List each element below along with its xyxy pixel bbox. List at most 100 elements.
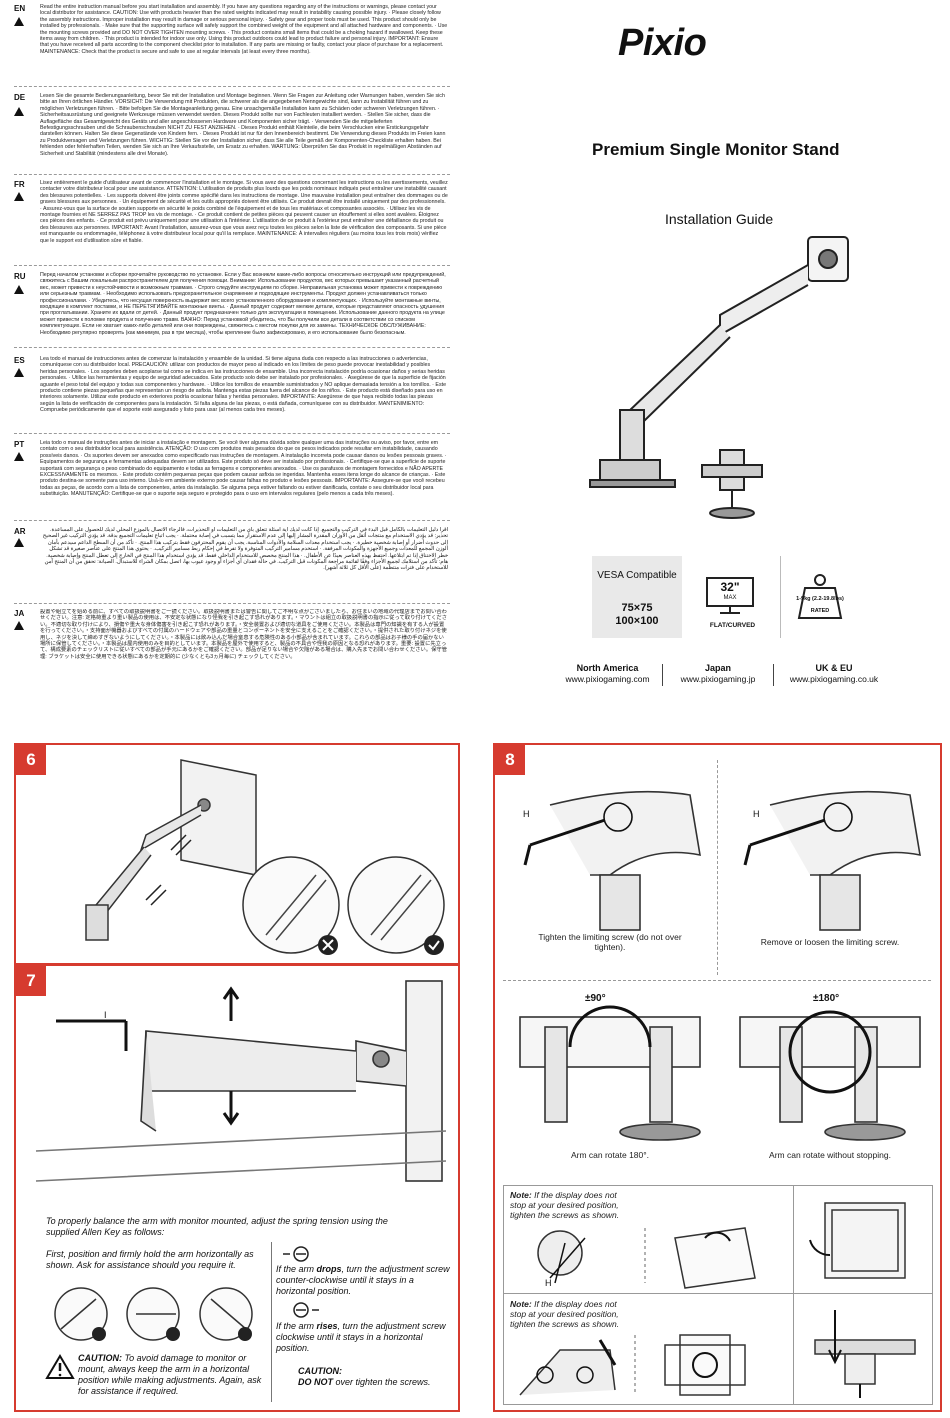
warning-icon [14, 538, 24, 547]
tool-label-h: H [753, 809, 760, 819]
rotate-180-illustration [739, 1010, 921, 1141]
step-7-badge: 7 [16, 966, 46, 996]
guide-title: Installation Guide [665, 211, 774, 227]
divider [14, 86, 450, 87]
note-text-2: Note: If the display does not stop at yo… [510, 1299, 635, 1329]
tool-label-i: I [104, 1010, 107, 1020]
region-url: www.pixiogaming.co.uk [789, 674, 879, 684]
cross-icon [238, 1327, 252, 1341]
region-name: UK & EU [815, 663, 853, 673]
rotation-180-label: ±180° [813, 993, 840, 1004]
weight-icon [797, 574, 843, 619]
check-icon [166, 1327, 180, 1341]
region-name: North America [576, 663, 639, 673]
note-body: If the display does not stop at your des… [510, 1190, 620, 1220]
warning-icon [14, 107, 24, 116]
instruction-text-es: Lea todo el manual de instrucciones ante… [40, 356, 447, 414]
instruction-text-fr: Lisez entièrement le guide d'utilisateur… [40, 180, 448, 244]
product-title: Premium Single Monitor Stand [592, 140, 840, 159]
warning-icon [14, 285, 24, 294]
rotation-90-label: ±90° [585, 993, 606, 1004]
rotate-free-caption: Arm can rotate without stopping. [769, 1150, 891, 1160]
warning-icon [14, 368, 24, 377]
warning-icon [14, 621, 24, 630]
instruction-text-pt: Leia todo o manual de instruções antes d… [40, 440, 447, 498]
tool-label-h: H [545, 1278, 552, 1288]
lang-code-fr: FR [14, 180, 25, 189]
lang-code-pt: PT [14, 440, 25, 449]
weight-range: 1-9kg (2.2-19.8lbs) [796, 596, 844, 602]
remove-screw-illustration [743, 790, 921, 931]
arm-drops-keyword: drops [316, 1264, 342, 1274]
region-url: www.pixiogaming.jp [680, 674, 756, 684]
clamp-illustration [814, 1310, 916, 1398]
screen-size: 32" [720, 580, 740, 594]
monitor-arm-illustration [589, 236, 849, 519]
tighten-screw-illustration [523, 790, 701, 931]
warning-icon [14, 17, 24, 26]
note-body: If the display does not stop at your des… [510, 1299, 620, 1329]
lang-code-ar: AR [14, 527, 26, 536]
arm-rises-text: If the arm rises, turn the adjustment sc… [276, 1321, 451, 1354]
caution-label: CAUTION: [78, 1353, 122, 1363]
note-text-1: Note: If the display does not stop at yo… [510, 1190, 635, 1220]
instruction-divider [271, 1242, 272, 1402]
step-7-illustration [35, 980, 447, 1182]
column-divider [717, 760, 718, 975]
instruction-text-ru: Перед началом установки и сборки прочита… [40, 272, 446, 336]
arm-rises-prefix: If the arm [276, 1321, 317, 1331]
caution-icon [45, 1354, 75, 1379]
divider [14, 347, 450, 348]
note-label: Note: [510, 1299, 532, 1309]
caution-keyword: DO NOT [298, 1377, 333, 1387]
lang-code-ru: RU [14, 272, 26, 281]
screw-cw-icon [293, 1302, 319, 1318]
rotate-180-caption: Arm can rotate 180°. [570, 1150, 650, 1160]
caution-body: To avoid damage to monitor or mount, alw… [78, 1353, 262, 1396]
balance-intro-text: To properly balance the arm with monitor… [46, 1216, 388, 1237]
warning-icon [14, 192, 24, 201]
vesa-label: VESA Compatible [597, 570, 677, 581]
instruction-text-ja: 設置や組立てを始める前に、すべての取扱説明書をご一読ください。取扱説明書または警… [40, 609, 448, 660]
warning-icon [14, 452, 24, 461]
screen-max: MAX [723, 595, 737, 601]
arm-drops-text: If the arm drops, turn the adjustment sc… [276, 1264, 451, 1297]
arm-drops-suffix: , turn the adjustment screw counter-cloc… [276, 1264, 450, 1296]
rotate-90-illustration [519, 1005, 701, 1141]
region-japan: Japan www.pixiogaming.jp [668, 663, 768, 685]
divider [14, 520, 450, 521]
note-2-illustration [519, 1334, 746, 1396]
step-6-illustration [85, 759, 445, 955]
region-divider [773, 664, 774, 686]
lang-code-en: EN [14, 4, 26, 13]
divider [14, 603, 450, 604]
region-name: Japan [704, 663, 731, 673]
row-divider [503, 980, 931, 981]
instruction-text-ar: اقرأ دليل التعليمات بالكامل قبل البدء في… [42, 527, 448, 572]
vesa-size-2: 100×100 [615, 615, 659, 627]
vesa-spec-box [592, 556, 682, 638]
caution-body: over tighten the screws. [333, 1377, 431, 1387]
instruction-text-en: Read the entire instruction manual befor… [40, 4, 448, 55]
divider [14, 433, 450, 434]
cross-icon [92, 1327, 106, 1341]
weight-rated: RATED [810, 608, 830, 614]
region-url: www.pixiogaming.com [565, 674, 650, 684]
vesa-size-1: 75×75 [621, 602, 653, 614]
step-8-badge: 8 [495, 745, 525, 775]
caution-overtighten-text: CAUTION: DO NOT over tighten the screws. [298, 1366, 458, 1388]
lang-code-de: DE [14, 93, 26, 102]
arm-rises-suffix: , turn the adjustment screw clockwise un… [276, 1321, 446, 1353]
tighten-caption: Tighten the limiting screw (do not over … [538, 932, 682, 952]
screen-spec-box [685, 556, 781, 638]
tool-label-h: H [523, 809, 530, 819]
check-icon [424, 935, 444, 955]
instruction-text-de: Lesen Sie die gesamte Bedienungsanleitun… [40, 93, 446, 157]
step-6-badge: 6 [16, 745, 46, 775]
caution-horizontal-text: CAUTION: To avoid damage to monitor or m… [78, 1353, 268, 1397]
note-1-illustration [537, 1227, 756, 1289]
lang-code-ja: JA [14, 609, 25, 618]
divider [14, 174, 450, 175]
arm-drops-prefix: If the arm [276, 1264, 317, 1274]
caution-label: CAUTION: [298, 1366, 342, 1376]
